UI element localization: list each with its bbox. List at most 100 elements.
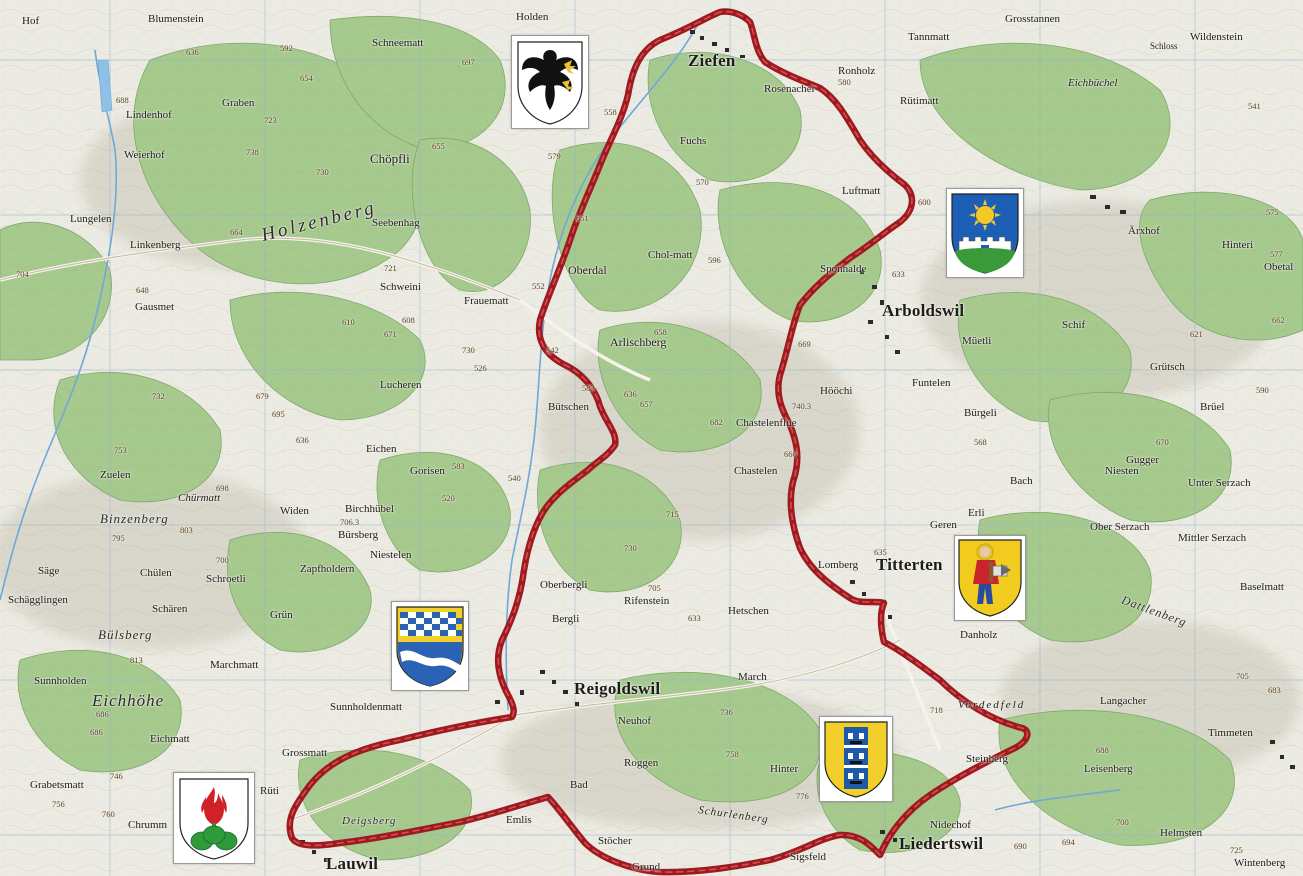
place-label: Birchhübel xyxy=(345,503,394,515)
place-label: Säge xyxy=(38,565,60,577)
town-label-arboldswil: Arboldswil xyxy=(882,301,965,320)
place-label: Vordedfeld xyxy=(958,699,1026,711)
place-label: Hetschen xyxy=(728,605,769,617)
place-label: Müetli xyxy=(962,335,992,347)
liedertswil-crest xyxy=(819,716,893,802)
place-label: Bach xyxy=(1010,475,1033,487)
place-label: Zuelen xyxy=(100,469,131,481)
elevation-spot: 682 xyxy=(710,417,723,427)
town-label-reigoldswil: Reigoldswil xyxy=(574,679,661,698)
elevation-spot: 520 xyxy=(442,493,455,503)
elevation-spot: 686 xyxy=(96,709,109,719)
place-label: Weierhof xyxy=(124,149,165,161)
elevation-spot: 540 xyxy=(508,473,521,483)
place-label: Graben xyxy=(222,97,255,109)
town-label-liedertswil: Liedertswil xyxy=(899,834,984,853)
elevation-spot: 558 xyxy=(604,107,617,117)
place-label: Gugger xyxy=(1126,454,1159,466)
place-label: Wildenstein xyxy=(1190,31,1243,43)
elevation-spot: 706.3 xyxy=(340,517,360,527)
place-label: Gausmet xyxy=(135,301,175,313)
elevation-spot: 683 xyxy=(1268,685,1281,695)
elevation-spot: 738 xyxy=(246,147,259,157)
elevation-spot: 633 xyxy=(892,269,905,279)
place-label: Eichmatt xyxy=(150,733,190,745)
town-label-ziefen: Ziefen xyxy=(688,51,736,70)
place-label: Hinteri xyxy=(1222,239,1254,251)
place-label: March xyxy=(738,671,767,683)
place-label: Gorisen xyxy=(410,465,445,477)
place-label: Geren xyxy=(930,519,957,531)
place-label: Eichen xyxy=(366,443,397,455)
place-label: Emlis xyxy=(506,814,532,826)
elevation-spot: 669 xyxy=(798,339,811,349)
liedertswil-crest-shield xyxy=(824,721,888,798)
place-label: Rosenacher xyxy=(764,83,816,95)
place-label: Roggen xyxy=(624,757,659,769)
reigoldswil-crest-shield xyxy=(396,606,464,687)
place-label: Rüti xyxy=(260,785,279,797)
place-label: Hof xyxy=(22,15,40,27)
elevation-spot: 600 xyxy=(918,197,931,207)
elevation-spot: 579 xyxy=(548,151,561,161)
place-label: Schweini xyxy=(380,281,421,293)
place-label: Obetal xyxy=(1264,261,1294,273)
elevation-spot: 568 xyxy=(974,437,987,447)
ziefen-crest xyxy=(511,35,589,129)
elevation-spot: 704 xyxy=(16,269,29,279)
place-label: Bad xyxy=(570,779,588,791)
titterten-crest-shield xyxy=(958,539,1022,617)
elevation-spot: 662 xyxy=(1272,315,1285,325)
place-label: Luftmatt xyxy=(842,185,881,197)
elevation-spot: 633 xyxy=(688,613,701,623)
arboldswil-crest xyxy=(946,188,1024,278)
place-label: Stöcher xyxy=(598,835,632,847)
elevation-spot: 592 xyxy=(280,43,293,53)
place-label: Grütsch xyxy=(1150,361,1185,373)
place-label: Ronholz xyxy=(838,65,876,77)
place-label: Sigsfeld xyxy=(790,851,827,863)
place-label: Eichbüchel xyxy=(1068,77,1118,89)
place-label: Bütschen xyxy=(548,401,589,413)
arboldswil-crest-shield xyxy=(951,193,1019,274)
elevation-spot: 753 xyxy=(114,445,127,455)
place-label: Schroetli xyxy=(206,573,246,585)
place-label: Blumenstein xyxy=(148,13,204,25)
place-label: Bergli xyxy=(552,613,580,625)
place-label: Grosstannen xyxy=(1005,13,1060,25)
elevation-spot: 694 xyxy=(1062,837,1075,847)
town-label-titterten: Titterten xyxy=(876,555,943,574)
elevation-spot: 758 xyxy=(726,749,739,759)
place-label: Grün xyxy=(270,609,293,621)
elevation-spot: 688 xyxy=(116,95,129,105)
elevation-spot: 577 xyxy=(1270,249,1283,259)
place-label: Tannmatt xyxy=(908,31,950,43)
place-label: Erli xyxy=(968,507,985,519)
elevation-spot: 570 xyxy=(696,177,709,187)
place-label: Wintenberg xyxy=(1234,857,1286,869)
hill-label-buelsberg: Bülsberg xyxy=(98,627,153,642)
place-label: Helmsten xyxy=(1160,827,1203,839)
place-label: Marchmatt xyxy=(210,659,259,671)
elevation-spot: 690 xyxy=(1014,841,1027,851)
elevation-spot: 740.3 xyxy=(792,401,812,411)
elevation-spot: 679 xyxy=(256,391,269,401)
elevation-spot: 705 xyxy=(1236,671,1249,681)
place-label: Bürgeli xyxy=(964,407,997,419)
elevation-spot: 715 xyxy=(666,509,679,519)
place-label: Grund xyxy=(632,861,661,873)
elevation-spot: 697 xyxy=(462,57,475,67)
elevation-spot: 608 xyxy=(402,315,415,325)
elevation-spot: 671 xyxy=(384,329,397,339)
place-label: Chülen xyxy=(140,567,172,579)
place-label: Schägglingen xyxy=(8,594,68,606)
reigoldswil-crest xyxy=(391,601,469,691)
place-label: Schloss xyxy=(1150,41,1178,51)
elevation-spot: 651 xyxy=(576,213,589,223)
town-label-lauwil: Lauwil xyxy=(326,854,379,873)
elevation-spot: 700 xyxy=(216,555,229,565)
elevation-spot: 803 xyxy=(180,525,193,535)
titterten-crest xyxy=(954,535,1026,621)
place-label: Frauematt xyxy=(464,295,509,307)
